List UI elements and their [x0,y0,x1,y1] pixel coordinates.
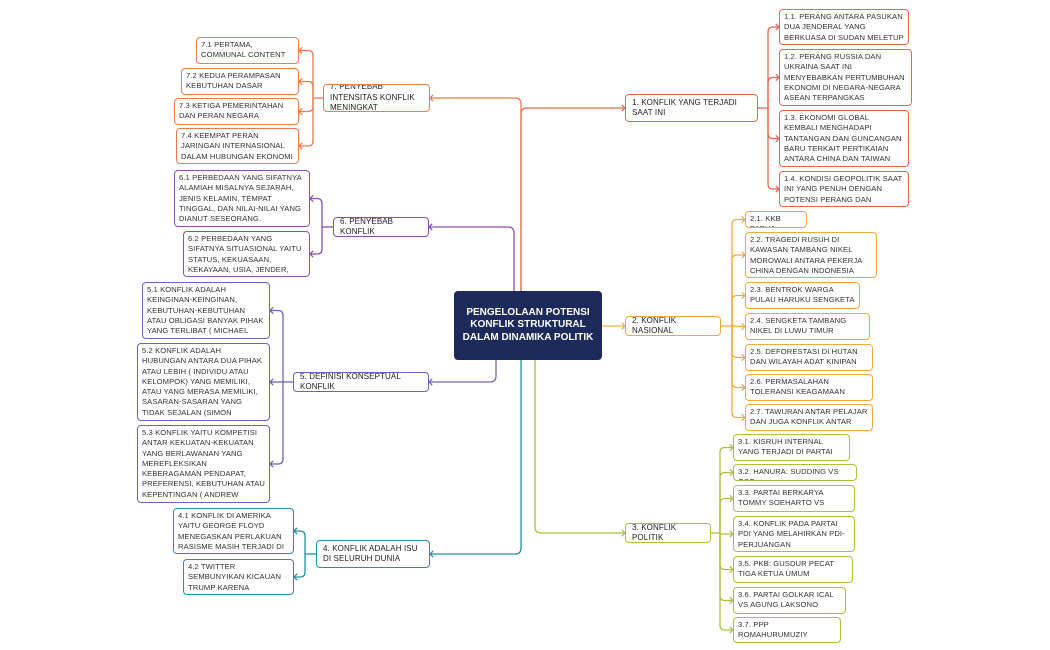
root-arrow-b4 [429,550,434,558]
item-3-1[interactable]: 3.1. KISRUH INTERNAL YANG TERJADI DI PAR… [733,434,850,461]
item-5-3[interactable]: 5.3 KONFLIK YAITU KOMPETISI ANTAR KEKUAT… [137,425,270,503]
item-6-1[interactable]: 6.1 PERBEDAAN YANG SIFATNYA ALAMIAH MISA… [174,170,310,227]
connector-arrow [269,460,274,468]
root-link-b4 [430,360,522,555]
connector-line [294,554,306,578]
item-7-3[interactable]: 7.3 KETIGA PEMERINTAHAN DAN PERAN NEGARA [174,98,299,125]
connector-line [767,108,779,140]
connector-line [310,227,323,255]
item-3-2[interactable]: 3.2. HANURA: SUDDING VS OSO [733,464,857,481]
item-2-1[interactable]: 2.1. KKB PAPUA [745,211,807,228]
connector-line [299,49,314,98]
connector-line [731,254,745,326]
item-1-3[interactable]: 1.3. EKONOMI GLOBAL KEMBALI MENGHADAPI T… [779,110,909,167]
connector-line [270,382,284,465]
item-3-4[interactable]: 3.4. KONFLIK PADA PARTAI PDI YANG MELAHI… [733,516,855,552]
item-2-5[interactable]: 2.5. DEFORESTASI DI HUTAN DAN WILAYAH AD… [745,344,873,371]
connector-line [731,294,745,326]
item-2-7[interactable]: 2.7. TAWURAN ANTAR PELAJAR DAN JUGA KONF… [745,404,873,431]
item-3-5[interactable]: 3.5. PKB: GUSDUR PECAT TIGA KETUA UMUM [733,556,853,583]
item-6-2[interactable]: 6.2 PERBEDAAN YANG SIFATNYA SITUASIONAL … [183,231,310,277]
item-1-2[interactable]: 1.2. PERANG RUSSIA DAN UKRAINA SAAT INI … [779,49,912,106]
connector-arrow [309,250,314,258]
root-arrow-b5 [428,378,433,386]
branch-penyebab-intensitas[interactable]: 7. PENYEBAB INTENSITAS KONFLIK MENINGKAT [323,84,430,112]
root-link-b3 [534,360,625,534]
item-3-6[interactable]: 3.6. PARTAI GOLKAR ICAL VS AGUNG LAKSONO [733,587,846,614]
connector-line [731,326,745,359]
connector-arrow [309,194,314,203]
branch-konflik-saat-ini[interactable]: 1. KONFLIK YANG TERJADI SAAT INI [625,94,758,122]
item-2-6[interactable]: 2.6. PERMASALAHAN TOLERANSI KEAGAMAAN [745,374,873,401]
item-4-2[interactable]: 4.2 TWITTER SEMBUNYIKAN KICAUAN TRUMP KA… [183,559,294,595]
root-link-b5 [429,360,497,383]
root-link-b1 [520,107,625,291]
branch-penyebab-konflik[interactable]: 6. PENYEBAB KONFLIK [333,217,429,237]
item-5-1[interactable]: 5.1 KONFLIK ADALAH KEINGINAN-KEINGINAN, … [142,282,270,339]
item-3-3[interactable]: 3.3. PARTAI BERKARYA TOMMY SOEHARTO VS M… [733,485,855,512]
item-7-1[interactable]: 7.1 PERTAMA, COMMUNAL CONTENT [196,37,299,64]
root-link-b6 [429,226,515,291]
connector-arrow [293,527,298,535]
item-2-2[interactable]: 2.2. TRAGEDI RUSUH DI KAWASAN TAMBANG NI… [745,232,877,278]
item-4-1[interactable]: 4.1 KONFLIK DI AMERIKA YAITU GEORGE FLOY… [173,508,294,554]
item-7-4[interactable]: 7.4 KEEMPAT PERAN JARINGAN INTERNASIONAL… [176,128,299,164]
item-2-4[interactable]: 2.4. SENGKETA TAMBANG NIKEL DI LUWU TIMU… [745,313,870,340]
connector-line [719,532,733,535]
branch-isu-dunia[interactable]: 4. KONFLIK ADALAH ISU DI SELURUH DUNIA [316,540,430,568]
item-2-3[interactable]: 2.3. BENTROK WARGA PULAU HARUKU SENGKETA… [745,282,860,309]
branch-konflik-politik[interactable]: 3. KONFLIK POLITIK [625,523,711,543]
connector-arrow [293,573,298,581]
connector-line [270,309,284,382]
connector-line [719,497,733,533]
connector-line [767,108,779,190]
connector-line [767,76,779,108]
root-topic[interactable]: PENGELOLAAN POTENSI KONFLIK STRUKTURAL D… [454,291,602,360]
connector-line [299,98,314,147]
branch-konflik-nasional[interactable]: 2. KONFLIK NASIONAL [625,316,721,336]
connector-line [719,471,733,533]
connector-line [731,326,745,419]
connector-line [719,533,733,631]
connector-arrow [298,107,303,116]
root-arrow-b7 [429,94,434,102]
connector-line [767,26,779,108]
connector-arrow [298,77,303,86]
connector-line [731,218,745,326]
connector-arrow [298,142,303,150]
root-link-b7 [430,97,522,291]
connector-line [719,533,733,571]
connector-line [719,446,733,533]
connector-arrow [298,46,303,55]
item-3-7[interactable]: 3.7. PPP ROMAHURUMUZIY VSDJAN FARIDZ [733,617,841,643]
item-5-2[interactable]: 5.2 KONFLIK ADALAH HUBUNGAN ANTARA DUA P… [137,343,270,421]
connector-line [294,530,306,554]
item-1-1[interactable]: 1.1. PERANG ANTARA PASUKAN DUA JENDERAL … [779,9,909,45]
branch-definisi-konflik[interactable]: 5. DEFINISI KONSEPTUAL KONFLIK [293,372,429,392]
item-7-2[interactable]: 7.2 KEDUA PERAMPASAN KEBUTUHAN DASAR MAN… [181,68,299,95]
connector-arrow [269,306,274,315]
connector-line [310,197,323,227]
item-1-4[interactable]: 1.4. KONDISI GEOPOLITIK SAAT INI YANG PE… [779,171,909,207]
root-arrow-b6 [428,223,433,231]
connector-line [299,80,314,98]
connector-arrow [269,378,274,386]
connector-line [731,325,746,328]
